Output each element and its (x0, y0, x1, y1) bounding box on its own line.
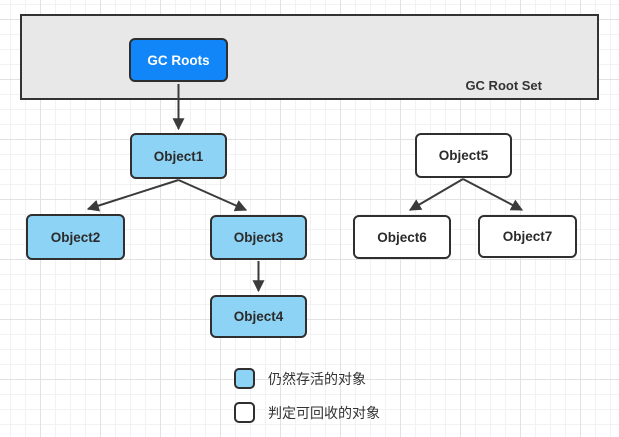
node-gc-roots: GC Roots (129, 38, 228, 82)
node-label: Object6 (377, 229, 427, 245)
legend-label-alive: 仍然存活的对象 (268, 370, 366, 387)
node-object4: Object4 (210, 295, 307, 338)
legend-swatch-recyclable-icon (234, 402, 255, 423)
legend-swatch-alive-icon (234, 368, 255, 389)
node-object3: Object3 (210, 215, 307, 260)
legend-item-recyclable: 判定可回收的对象 (234, 402, 380, 423)
legend-item-alive: 仍然存活的对象 (234, 368, 366, 389)
gc-root-set-label: GC Root Set (465, 78, 542, 93)
arrow-object5-to-object7 (462, 178, 524, 211)
node-label: Object3 (233, 230, 284, 245)
node-object1: Object1 (130, 133, 227, 179)
arrow-object1-to-object3 (178, 179, 248, 212)
node-label: Object2 (50, 229, 101, 245)
node-label: Object4 (233, 309, 284, 324)
gc-root-set-container: GC Root Set (20, 14, 599, 100)
arrow-object1-to-object2 (86, 179, 179, 212)
node-object5: Object5 (415, 133, 512, 178)
node-label: GC Roots (147, 52, 210, 68)
node-object7: Object7 (478, 215, 577, 258)
arrow-object5-to-object6 (408, 178, 464, 211)
node-label: Object5 (438, 148, 489, 163)
node-label: Object1 (153, 148, 204, 164)
node-object2: Object2 (26, 214, 125, 260)
node-label: Object7 (502, 229, 553, 244)
legend-label-recyclable: 判定可回收的对象 (268, 404, 380, 421)
node-object6: Object6 (353, 215, 451, 259)
